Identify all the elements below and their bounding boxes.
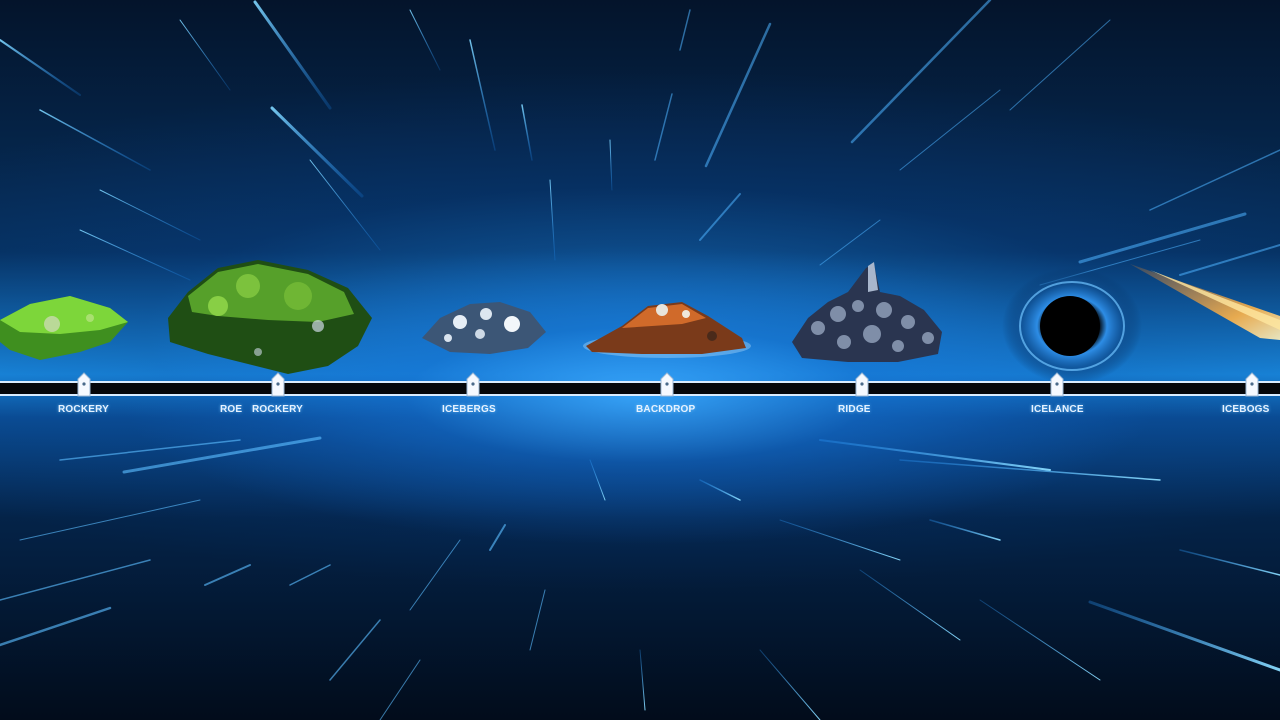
stage-label: ICEBERGS [442,404,496,415]
snow-rock-island [422,302,546,354]
stage-label: RIDGE [838,404,871,415]
light-streaks-bottom [0,436,1280,720]
timeline-marker[interactable] [466,372,480,398]
timeline-marker[interactable] [1245,372,1259,398]
timeline-marker[interactable] [1050,372,1064,398]
timeline-track [0,381,1280,396]
stage-label: ROCKERY [252,404,304,415]
stage-label: ROCKERY [58,404,110,415]
forest-island [168,260,372,374]
timeline-marker[interactable] [855,372,869,398]
stage-label: BACKDROP [636,404,696,415]
timeline-marker[interactable] [77,372,91,398]
black-hole [1002,268,1142,384]
stage-label: ICEBOGS [1222,404,1270,415]
comet [1130,264,1280,340]
stage-label: ICELANCE [1031,404,1084,415]
timeline-marker[interactable] [660,372,674,398]
stage-side-label: ROE [220,404,243,415]
light-streaks-top [0,0,1280,286]
volcanic-mound-island [583,302,751,358]
crystal-peaks-island [792,262,942,362]
grass-plate-island [0,296,128,360]
timeline-marker[interactable] [271,372,285,398]
